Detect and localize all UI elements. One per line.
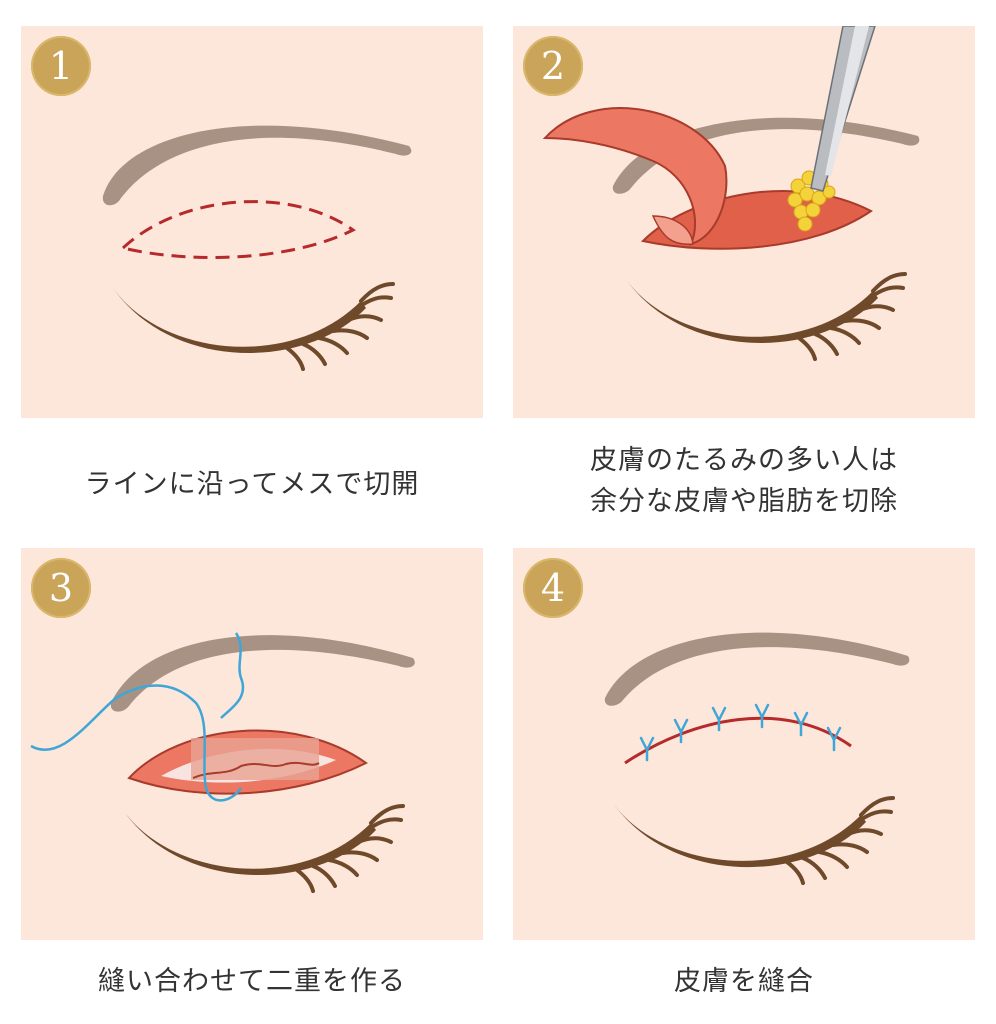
step-number-badge: 4: [523, 558, 583, 618]
eyelid-lashline: [625, 278, 878, 344]
eyebrow: [604, 632, 910, 706]
eyebrow: [110, 635, 415, 712]
eyelid-lashline: [113, 288, 366, 354]
step-4-caption: 皮膚を縫合: [674, 966, 814, 997]
eyelid-lashline: [123, 810, 376, 876]
step-number: 1: [48, 44, 74, 88]
eyelashes: [797, 272, 907, 361]
step-number: 2: [540, 44, 566, 88]
step-2-caption-line1: 皮膚のたるみの多い人は: [590, 445, 898, 476]
step-3-panel: 3: [21, 548, 483, 940]
incision-line: [119, 200, 356, 260]
step-3-caption: 縫い合わせて二重を作る: [98, 966, 406, 997]
step-2-caption: 皮膚のたるみの多い人は 余分な皮膚や脂肪を切除: [513, 440, 975, 522]
eyelashes: [295, 804, 405, 893]
eyebrow: [102, 125, 412, 206]
suture-thread: [30, 684, 243, 802]
step-1-panel: 1: [21, 26, 483, 418]
skin-flap: [542, 107, 728, 246]
eyelashes: [785, 796, 895, 885]
step-number-badge: 3: [31, 558, 91, 618]
step-1-caption: ラインに沿ってメスで切開: [84, 469, 420, 500]
step-2-caption-line2: 余分な皮膚や脂肪を切除: [590, 486, 898, 517]
step-number-badge: 1: [31, 36, 91, 96]
step-number-badge: 2: [523, 36, 583, 96]
step-2-illustration: [542, 26, 920, 361]
step-number: 4: [540, 566, 566, 610]
step-2-panel: 2: [513, 26, 975, 418]
eyelashes: [285, 282, 395, 371]
eyelid-lashline: [613, 803, 866, 868]
skin-flap-edge: [651, 215, 694, 246]
suture-line: [624, 716, 852, 765]
suture-thread-upper: [220, 632, 245, 719]
step-number: 3: [48, 566, 74, 610]
tweezers: [810, 26, 876, 192]
step-4-panel: 4: [513, 548, 975, 940]
step-1-illustration: [102, 125, 412, 371]
step-4-illustration: [604, 632, 910, 885]
tissue-edge: [192, 761, 320, 779]
sutures: [639, 703, 842, 762]
step-3-illustration: [30, 632, 415, 893]
